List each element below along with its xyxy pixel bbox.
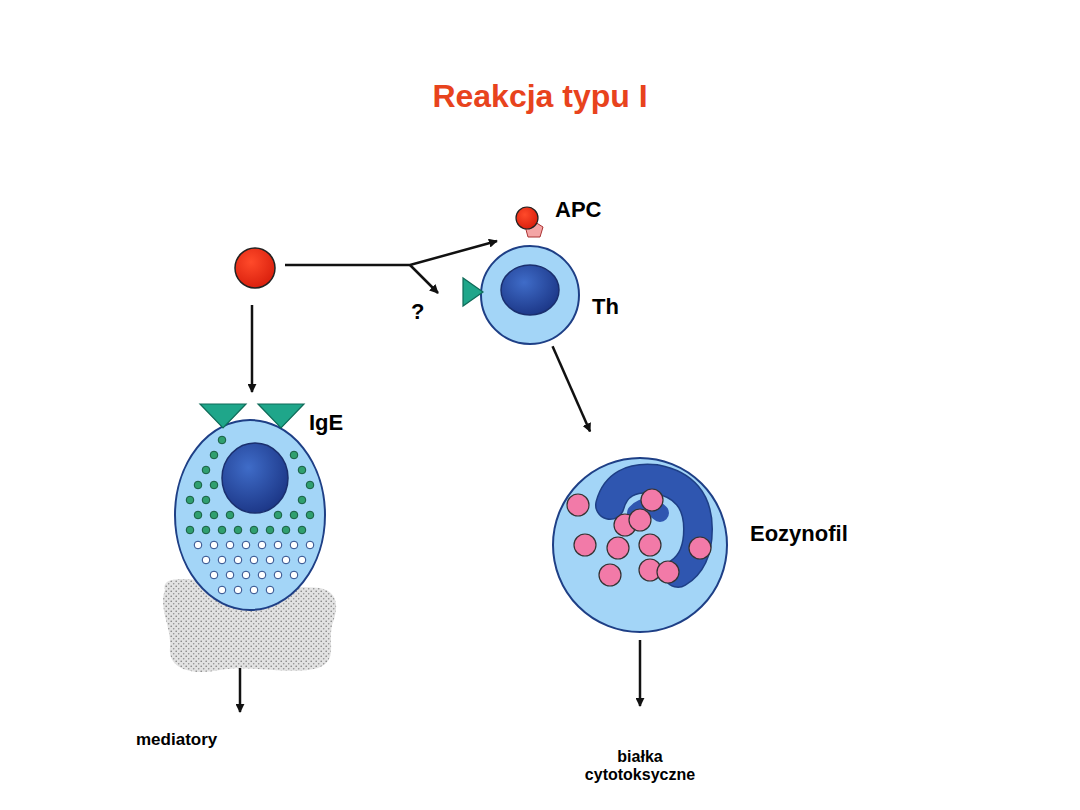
granule: [202, 496, 210, 504]
cell-label: Eozynofil: [750, 522, 848, 546]
granule: [234, 556, 242, 564]
granule: [298, 526, 306, 534]
granule: [266, 556, 274, 564]
granule: [242, 541, 250, 549]
th-cell: Th: [480, 245, 580, 345]
cell-shape: [480, 245, 580, 345]
granule: [210, 481, 218, 489]
granules: [186, 436, 314, 594]
granule: [290, 541, 298, 549]
apc-cell: APC: [513, 204, 547, 238]
granule: [290, 451, 298, 459]
granule: [306, 511, 314, 519]
antigen-circle: [235, 248, 275, 288]
granule: [574, 534, 596, 556]
granule: [639, 534, 661, 556]
granule: [202, 556, 210, 564]
granule: [250, 526, 258, 534]
cell-shape: [513, 204, 547, 238]
granule: [567, 494, 589, 516]
granule: [641, 489, 663, 511]
cell-label: Th: [592, 295, 619, 319]
nucleus: [610, 479, 698, 573]
granule: [202, 526, 210, 534]
granule: [250, 586, 258, 594]
granule: [242, 571, 250, 579]
granule: [210, 571, 218, 579]
cell-shape: [552, 457, 728, 633]
granule: [210, 511, 218, 519]
granule: [298, 496, 306, 504]
granule: [274, 541, 282, 549]
granule: [218, 436, 226, 444]
granule: [657, 561, 679, 583]
question-mark: ?: [411, 299, 424, 324]
granule: [689, 537, 711, 559]
ige-receptor: [258, 404, 304, 428]
granule: [274, 511, 282, 519]
arrow: [639, 640, 642, 706]
mast-cell-body: [175, 420, 325, 610]
granule: [202, 466, 210, 474]
granule: [290, 571, 298, 579]
nucleus-outline: [610, 479, 698, 573]
granule: [629, 509, 651, 531]
output-label: białka cytotoksyczne: [572, 748, 708, 785]
eosinophil-cell: Eozynofil: [552, 457, 728, 633]
nucleus: [501, 265, 559, 315]
granule: [274, 571, 282, 579]
granule: [226, 571, 234, 579]
granule: [210, 451, 218, 459]
mast-cell: [175, 404, 325, 610]
arrow: [410, 265, 438, 293]
granule: [266, 526, 274, 534]
granule: [226, 541, 234, 549]
granule: [218, 526, 226, 534]
granule: [194, 541, 202, 549]
th-body: [481, 246, 579, 344]
eosinophil-body: [553, 458, 727, 632]
title: Reakcja typu I: [0, 78, 1080, 115]
granule: [306, 541, 314, 549]
nucleus: [222, 443, 288, 513]
granule: [186, 496, 194, 504]
granule: [258, 571, 266, 579]
granule: [282, 556, 290, 564]
antigen-circle: [516, 207, 538, 229]
granule: [306, 481, 314, 489]
granule: [234, 526, 242, 534]
ige-receptor: [200, 404, 246, 428]
granule: [599, 564, 621, 586]
granule: [298, 466, 306, 474]
granule: [298, 556, 306, 564]
granule: [607, 537, 629, 559]
granule: [186, 526, 194, 534]
granule: [250, 556, 258, 564]
arrow: [251, 305, 254, 392]
arrow: [239, 668, 242, 712]
granule: [194, 481, 202, 489]
granule: [210, 541, 218, 549]
arrow-connector: [553, 346, 591, 431]
granule: [266, 586, 274, 594]
granule: [234, 586, 242, 594]
output-label: mediatory: [136, 730, 217, 750]
arrow: [285, 241, 497, 265]
cell-label: APC: [555, 198, 601, 222]
antibody-label: IgE: [309, 410, 343, 435]
granule: [194, 511, 202, 519]
receptor: [463, 278, 483, 306]
granule: [218, 556, 226, 564]
granule: [226, 511, 234, 519]
granule: [218, 586, 226, 594]
granule: [258, 541, 266, 549]
granule: [290, 511, 298, 519]
granule: [282, 526, 290, 534]
